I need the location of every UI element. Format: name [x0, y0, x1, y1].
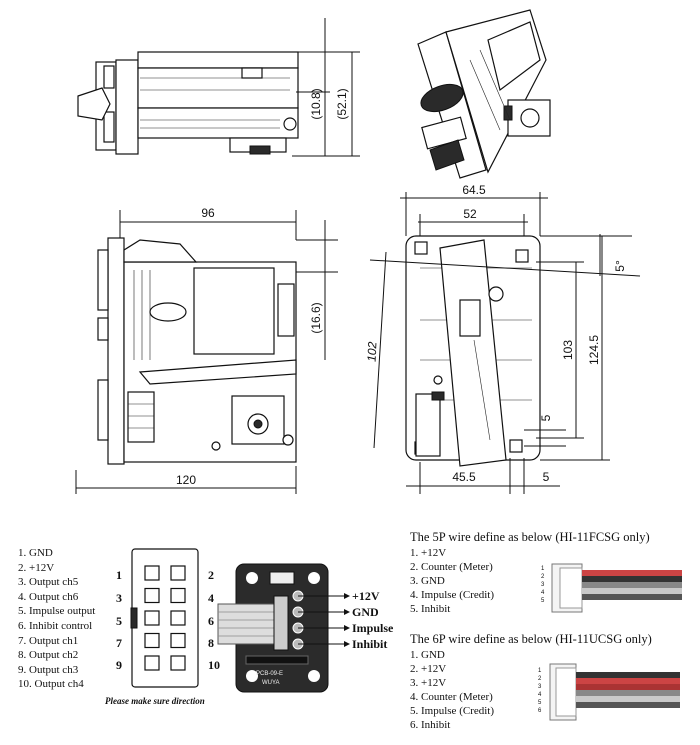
side-view: 96 (16.6) 120 — [75, 206, 338, 494]
connector-pin-socket — [144, 565, 160, 581]
dim-front-inner-height: 103 — [561, 340, 575, 360]
pin-definition: 10. Output ch4 — [18, 678, 84, 691]
wire-6p-list: 1. GND 2. +12V 3. +12V 4. Counter (Meter… — [410, 648, 494, 732]
dim-front-angle: 5° — [613, 260, 627, 272]
wire-5p-pin-5: 5 — [541, 598, 545, 604]
dim-front-gap: 5 — [539, 414, 553, 421]
board-label-gnd: GND — [352, 605, 379, 619]
pin-definition: 7. Output ch1 — [18, 634, 79, 647]
connector-pin-socket — [144, 587, 160, 604]
dim-front-diag: 102 — [364, 341, 379, 362]
wire-6p-illustration: 1 2 3 4 5 6 — [538, 663, 680, 721]
dim-front-outer: 64.5 — [462, 183, 486, 197]
board-silkscreen-brand: WUYA — [262, 680, 280, 686]
front-view: 64.5 52 5° 102 103 124.5 — [364, 183, 641, 494]
wire-5p-pin-1: 1 — [541, 566, 545, 572]
connector-pin-socket — [144, 610, 160, 626]
wire-5p-list: 1. +12V 2. Counter (Meter) 3. GND 4. Imp… — [410, 546, 494, 616]
wire-5p-item: 5. Inhibit — [410, 603, 451, 615]
connector-pin-socket — [144, 655, 160, 671]
dim-side-length: 120 — [176, 473, 196, 487]
wire-5p-pin-4: 4 — [541, 590, 545, 596]
connector-pin-socket — [170, 565, 186, 581]
wire-6p-item: 4. Counter (Meter) — [410, 691, 493, 703]
pin-definition: 2. +12V — [18, 561, 55, 574]
pin-number-2: 2 — [208, 568, 214, 582]
wire-5p-illustration: 1 2 3 4 5 — [541, 563, 682, 613]
pin-number-6: 6 — [208, 614, 214, 628]
wire-6p-item: 5. Impulse (Credit) — [410, 705, 495, 717]
pin-number-9: 9 — [116, 658, 122, 672]
board-label-12v: +12V — [352, 589, 380, 603]
wire-5p-item: 1. +12V — [410, 547, 447, 559]
pin-number-10: 10 — [208, 658, 220, 672]
pin-number-3: 3 — [116, 591, 122, 605]
pin-definition: 6. Inhibit control — [18, 619, 93, 632]
pin-number-1: 1 — [116, 568, 122, 582]
wire-6p-pin-3: 3 — [538, 684, 542, 690]
dim-front-gap-bottom: 5 — [543, 470, 550, 484]
wire-6p-item: 1. GND — [410, 649, 445, 661]
board-label-inhibit: Inhibit — [352, 637, 387, 651]
dim-top-outer: (52.1) — [335, 88, 349, 119]
pin-definition: 3. Output ch5 — [18, 576, 79, 589]
pin-definition: 1. GND — [18, 547, 53, 559]
ten-pin-connector: 1 3 5 7 9 2 4 6 8 10 — [116, 548, 220, 688]
wire-6p-title: The 6P wire define as below (HI-11UCSG o… — [410, 632, 652, 646]
connector-pin-socket — [170, 610, 186, 626]
connector-pin-socket — [170, 655, 186, 671]
pin-definition-list: 1. GND 2. +12V 3. Output ch5 4. Output c… — [18, 546, 95, 692]
pin-definition: 8. Output ch2 — [18, 649, 79, 662]
dim-top-inner: (10.8) — [309, 88, 323, 119]
pin-number-8: 8 — [208, 636, 214, 650]
perspective-view — [417, 9, 551, 179]
wire-6p-pin-6: 6 — [538, 708, 542, 714]
pin-number-4: 4 — [208, 591, 214, 605]
wire-6p-item: 3. +12V — [410, 677, 447, 689]
dim-side-width: 96 — [201, 206, 215, 220]
dim-side-offset: (16.6) — [309, 302, 323, 333]
wire-5p-item: 4. Impulse (Credit) — [410, 589, 495, 601]
board-label-impulse: Impulse — [352, 621, 394, 635]
dim-front-outer-height: 124.5 — [587, 335, 601, 365]
wire-6p-pin-2: 2 — [538, 676, 542, 682]
pin-definition: 5. Impulse output — [18, 605, 96, 618]
direction-note: Please make sure direction — [105, 696, 205, 706]
connector-pin-socket — [144, 632, 160, 649]
wire-5p-item: 3. GND — [410, 575, 445, 587]
wire-5p-title: The 5P wire define as below (HI-11FCSG o… — [410, 530, 650, 544]
connector-pin-socket — [170, 587, 186, 604]
pin-number-7: 7 — [116, 636, 122, 650]
dim-front-bottom: 45.5 — [452, 470, 476, 484]
pin-definition: 4. Output ch6 — [18, 590, 79, 603]
dim-front-inner: 52 — [463, 207, 477, 221]
top-view: (10.8) (52.1) — [77, 18, 360, 157]
wire-5p-pin-2: 2 — [541, 574, 545, 580]
adapter-board: PCB-09-E WUYA +12V GND Impulse Inhibit — [217, 563, 394, 693]
wire-6p-pin-4: 4 — [538, 692, 542, 698]
pin-number-5: 5 — [116, 614, 122, 628]
wire-6p-pin-1: 1 — [538, 668, 542, 674]
wire-6p-item: 6. Inhibit — [410, 719, 451, 731]
pin-definition: 9. Output ch3 — [18, 663, 79, 676]
board-silkscreen-model: PCB-09-E — [256, 671, 283, 677]
connector-pin-socket — [170, 632, 186, 649]
wire-5p-pin-3: 3 — [541, 582, 545, 588]
wire-6p-item: 2. +12V — [410, 663, 447, 675]
wire-6p-pin-5: 5 — [538, 700, 542, 706]
wire-5p-item: 2. Counter (Meter) — [410, 561, 493, 573]
